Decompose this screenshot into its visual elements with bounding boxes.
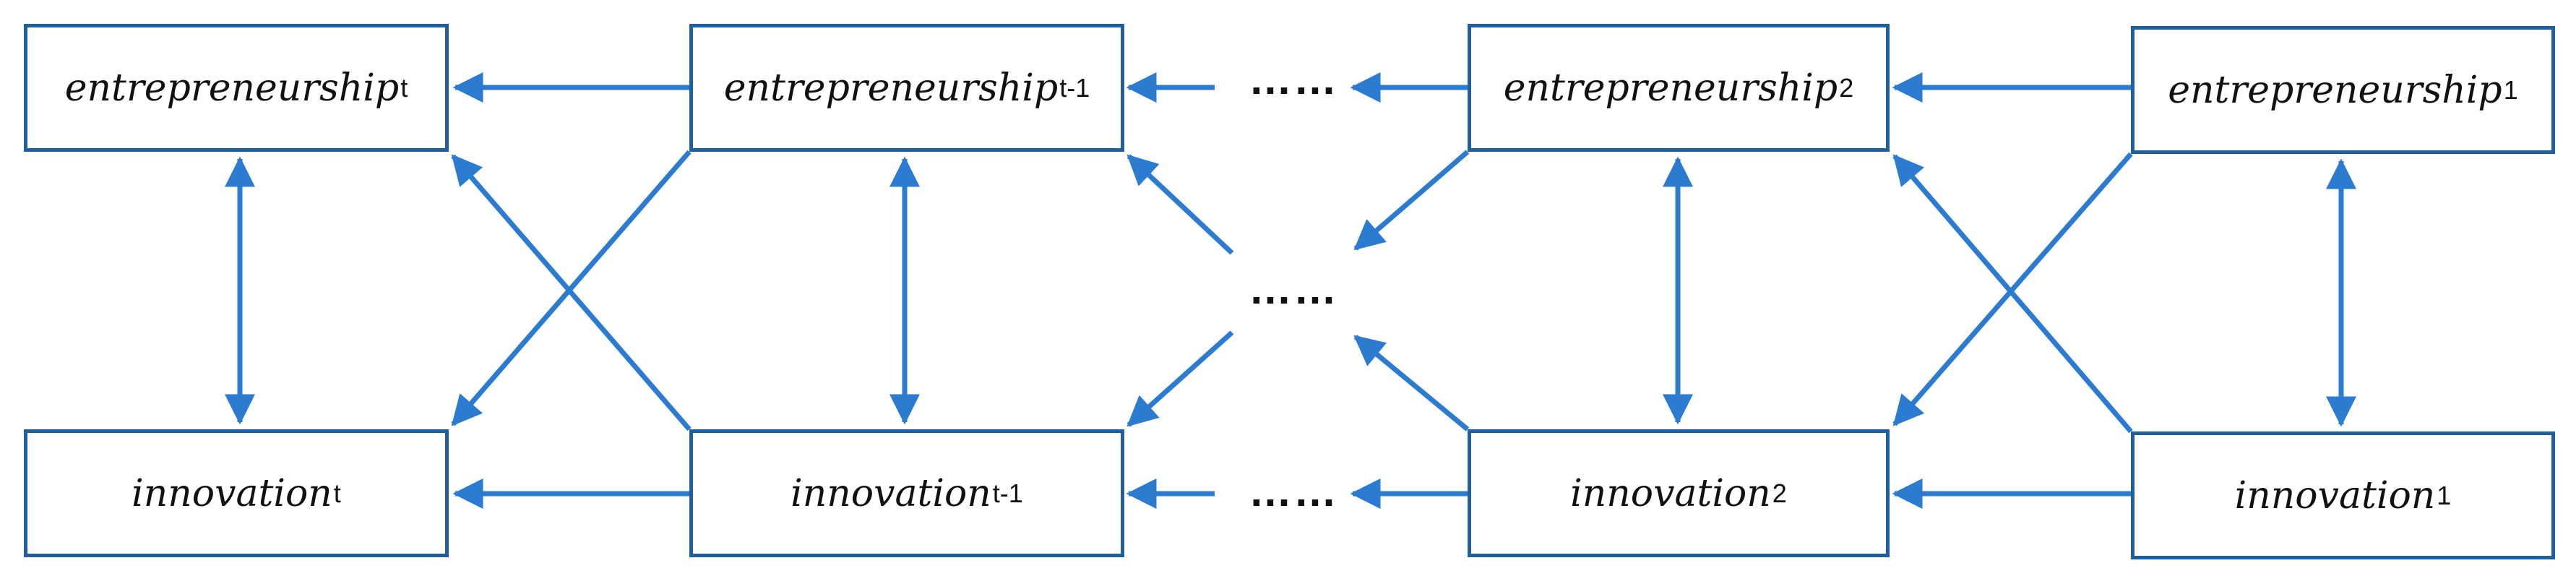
node-label: entrepreneurship bbox=[2168, 68, 2502, 112]
node-label: innovation bbox=[132, 471, 332, 515]
ellipsis-bottom: …… bbox=[1249, 467, 1338, 515]
node-label: innovation bbox=[1570, 471, 1771, 515]
arrow-inn-t1-to-ent-t bbox=[451, 154, 692, 431]
node-label: entrepreneurship bbox=[723, 66, 1059, 110]
arrow-dots-to-ent-t1-diag bbox=[1127, 154, 1234, 255]
ellipsis-middle: …… bbox=[1249, 265, 1338, 313]
arrow-ent-1-to-inn-2 bbox=[1892, 152, 2133, 426]
node-label: entrepreneurship bbox=[1503, 66, 1838, 110]
node-label: innovation bbox=[791, 471, 991, 515]
arrow-ent-2-to-dots-diag bbox=[1353, 150, 1470, 251]
arrows-layer bbox=[225, 72, 2356, 509]
arrow-inn-2-to-dots-diag bbox=[1353, 335, 1470, 431]
arrow-dots-to-inn-t1-diag bbox=[1127, 330, 1234, 427]
arrow-ent-t1-to-inn-t bbox=[451, 150, 692, 426]
node-label: entrepreneurship bbox=[64, 66, 400, 110]
node-label: innovation bbox=[2234, 473, 2436, 518]
ellipsis-top: …… bbox=[1249, 55, 1338, 103]
arrow-inn-1-to-ent-2 bbox=[1892, 154, 2133, 434]
